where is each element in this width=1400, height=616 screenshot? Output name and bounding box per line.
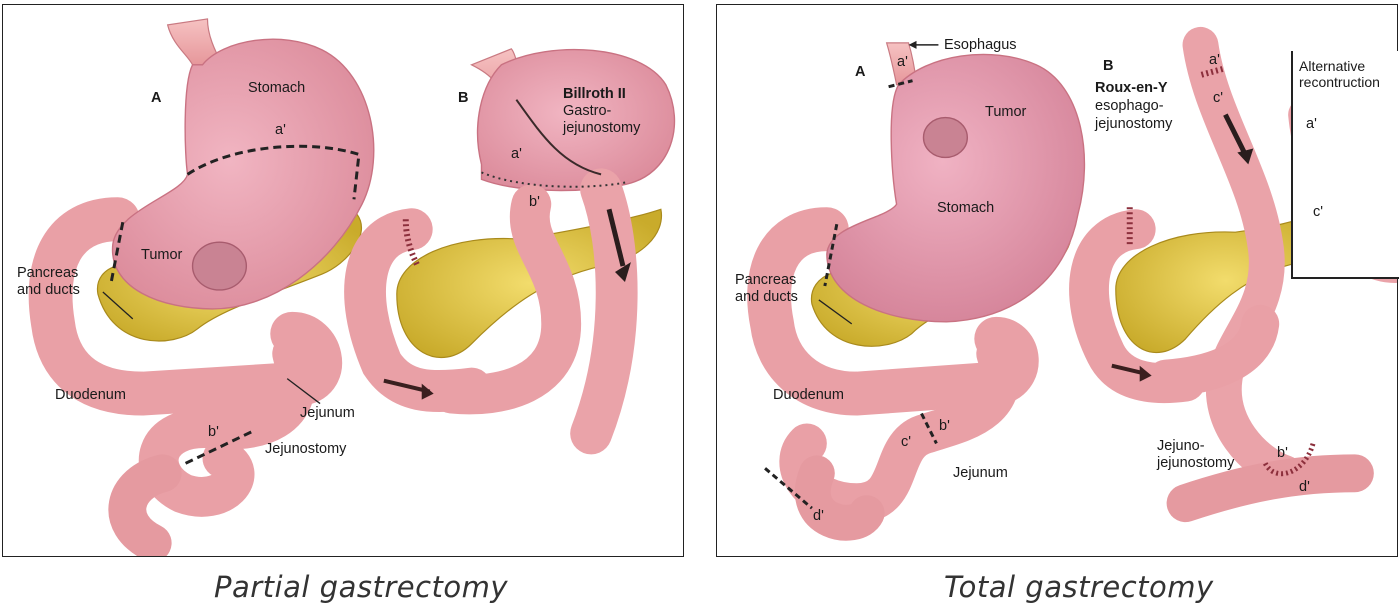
total-pancreas-label-2: and ducts xyxy=(735,290,798,306)
total-pancreas-label-1: Pancreas xyxy=(735,273,796,289)
esophagus-label: Esophagus xyxy=(944,38,1017,54)
partial-b-letter: B xyxy=(458,91,468,107)
billroth-subtitle-1: Gastro- xyxy=(563,104,611,120)
partial-pancreas-label-2: and ducts xyxy=(17,283,80,299)
inset-title-1: Alternative xyxy=(1299,59,1365,74)
partial-b-a-prime: a' xyxy=(511,147,522,163)
total-tumor-label: Tumor xyxy=(985,105,1026,121)
total-jejunum-label: Jejunum xyxy=(953,466,1008,482)
partial-duodenum-label: Duodenum xyxy=(55,388,126,404)
partial-diagram-b xyxy=(365,49,674,434)
partial-tumor-label: Tumor xyxy=(141,248,182,264)
total-gastrectomy-caption: Total gastrectomy xyxy=(944,570,1214,604)
partial-a-letter: A xyxy=(151,91,161,107)
jejunojejunostomy-label-1: Jejuno- xyxy=(1157,439,1205,455)
total-gastrectomy-panel: A Esophagus a' Tumor Stomach Pancreas an… xyxy=(716,4,1398,557)
inset-title-2: recontruction xyxy=(1299,75,1380,90)
partial-stomach-label: Stomach xyxy=(248,81,305,97)
billroth-subtitle-2: jejunostomy xyxy=(563,121,640,137)
roux-subtitle-2: jejunostomy xyxy=(1095,117,1172,133)
roux-subtitle-1: esophago- xyxy=(1095,99,1164,115)
total-a-letter: A xyxy=(855,65,865,81)
total-b-a-prime: a' xyxy=(1209,53,1220,69)
jejunojejunostomy-label-2: jejunostomy xyxy=(1157,456,1234,472)
billroth-title: Billroth II xyxy=(563,87,626,103)
partial-pancreas-label-1: Pancreas xyxy=(17,266,78,282)
roux-title: Roux-en-Y xyxy=(1095,81,1168,97)
total-stomach-label: Stomach xyxy=(937,201,994,217)
partial-b-b-prime: b' xyxy=(529,195,540,211)
partial-jejunostomy-label: Jejunostomy xyxy=(265,442,346,458)
partial-gastrectomy-panel: A Stomach a' Tumor Pancreas and ducts Du… xyxy=(2,4,684,557)
total-diagram-a xyxy=(765,41,1084,523)
inset-c-prime: c' xyxy=(1313,205,1323,221)
total-a-prime-label: a' xyxy=(897,55,908,71)
partial-b-prime-label: b' xyxy=(208,425,219,441)
partial-diagram-a xyxy=(51,19,374,543)
total-b-c-prime: c' xyxy=(1213,91,1223,107)
partial-gastrectomy-caption: Partial gastrectomy xyxy=(214,570,508,604)
total-b-d-prime: d' xyxy=(1299,480,1310,496)
inset-a-prime: a' xyxy=(1306,117,1317,133)
total-b-b-prime: b' xyxy=(1277,446,1288,462)
partial-jejunum-label: Jejunum xyxy=(300,406,355,422)
total-b-prime-label: b' xyxy=(939,419,950,435)
partial-a-prime-label: a' xyxy=(275,123,286,139)
total-d-prime-label: d' xyxy=(813,509,824,525)
total-duodenum-label: Duodenum xyxy=(773,388,844,404)
total-b-letter: B xyxy=(1103,59,1113,75)
total-c-prime-label: c' xyxy=(901,435,911,451)
